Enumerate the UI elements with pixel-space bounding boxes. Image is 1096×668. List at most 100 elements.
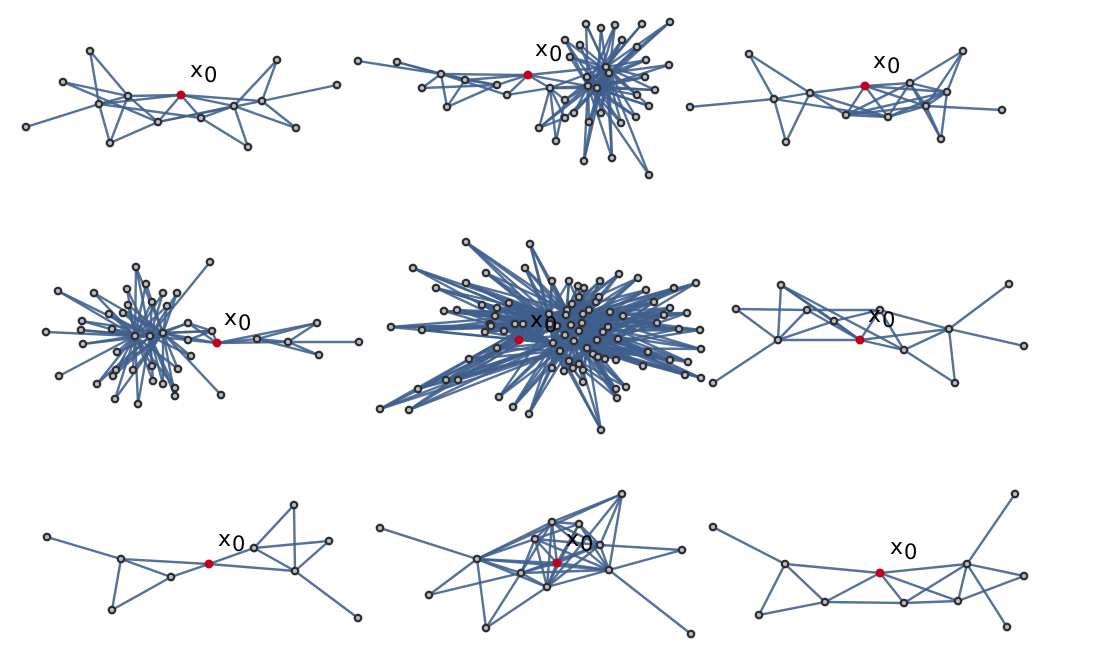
- graph-edge: [783, 562, 882, 575]
- graph-node: [133, 399, 143, 409]
- graph-node: [42, 532, 52, 542]
- graph-node: [172, 288, 182, 298]
- graph-node: [112, 347, 122, 357]
- label-subscript: 0: [904, 540, 917, 564]
- graph-edge: [161, 304, 169, 335]
- graph-node: [92, 379, 102, 389]
- graph-edge: [550, 520, 581, 526]
- graph-node: [436, 69, 446, 79]
- graph-node: [494, 392, 504, 402]
- graph-edge: [497, 322, 552, 399]
- graph-node: [574, 359, 584, 369]
- graph-edge: [156, 99, 264, 124]
- graph-node: [548, 338, 558, 348]
- graph-edge: [734, 307, 809, 312]
- graph-node: [41, 327, 51, 337]
- graph-node: [567, 299, 577, 309]
- graph-edge: [772, 97, 788, 144]
- graph-node: [216, 390, 226, 400]
- graph-edge: [585, 346, 603, 432]
- graph-edge: [586, 84, 651, 177]
- graph-node: [776, 280, 786, 290]
- nodes: [375, 237, 706, 435]
- graph-edge: [133, 282, 148, 338]
- graph-node: [502, 90, 512, 100]
- graph-edge: [580, 321, 645, 368]
- graph-edge: [455, 308, 551, 316]
- graph-node: [691, 278, 701, 288]
- graph-edge: [832, 319, 862, 342]
- graph-node: [354, 337, 364, 347]
- graph-node: [183, 318, 193, 328]
- graph-node: [77, 316, 87, 326]
- graph-edge: [519, 537, 537, 575]
- graph-edge: [550, 520, 602, 547]
- root-node-x0: [212, 338, 222, 348]
- graph-node: [875, 305, 885, 315]
- graph-edge: [776, 308, 809, 342]
- graph-panel-5: x0: [375, 237, 706, 435]
- graph-node: [243, 142, 253, 152]
- graph-node: [105, 138, 115, 148]
- graph-edge: [378, 526, 479, 561]
- graph-edge: [475, 557, 549, 589]
- graph-edge: [563, 84, 590, 102]
- graph-edge: [858, 338, 906, 352]
- graph-node: [997, 105, 1007, 115]
- graph-node: [560, 95, 570, 105]
- graph-node: [560, 113, 570, 123]
- graph-node: [565, 52, 575, 62]
- graph-node: [595, 276, 605, 286]
- graph-node: [461, 278, 471, 288]
- graph-node: [593, 352, 603, 362]
- graph-node: [612, 393, 622, 403]
- graph-edge: [286, 340, 321, 357]
- graph-edge: [823, 600, 906, 605]
- graph-edge: [550, 492, 624, 524]
- graph-edge: [945, 49, 965, 94]
- graph-edge: [97, 102, 112, 145]
- root-label: x0: [190, 58, 217, 87]
- graph-node: [802, 305, 812, 315]
- edges: [378, 240, 703, 432]
- graph-edge: [215, 340, 290, 345]
- graph-node: [386, 322, 396, 332]
- graph-node: [158, 328, 168, 338]
- graph-node: [490, 311, 500, 321]
- graph-edge: [548, 65, 608, 90]
- graph-edge: [148, 334, 177, 398]
- graph-node: [480, 327, 490, 337]
- graph-edge: [207, 562, 297, 573]
- graph-edge: [858, 308, 882, 342]
- graph-node: [544, 309, 554, 319]
- graph-node: [696, 344, 706, 354]
- graph-edge: [293, 539, 331, 573]
- graph-node: [820, 597, 830, 607]
- graph-edge: [519, 571, 549, 589]
- graph-node: [477, 300, 487, 310]
- graph-node: [686, 629, 696, 639]
- graph-edge: [844, 84, 867, 117]
- graph-node: [574, 326, 584, 336]
- graph-edge: [772, 91, 812, 101]
- graph-node: [525, 239, 535, 249]
- graph-node: [683, 357, 693, 367]
- graph-node: [592, 83, 602, 93]
- graph-edge: [255, 337, 321, 357]
- graph-node: [58, 77, 68, 87]
- graph-edge: [161, 329, 214, 335]
- graph-node: [607, 153, 617, 163]
- graph-edge: [420, 83, 499, 90]
- graph-node: [413, 384, 423, 394]
- graph-edge: [232, 104, 298, 130]
- graph-panel-2: x0: [353, 17, 675, 180]
- graph-edge: [108, 94, 130, 145]
- graph-node: [564, 276, 574, 286]
- label-subscript: 0: [544, 313, 557, 337]
- graph-node: [603, 322, 613, 332]
- graph-node: [754, 610, 764, 620]
- graph-edge: [61, 80, 130, 98]
- graph-edge: [598, 543, 611, 572]
- graph-node: [578, 377, 588, 387]
- graph-edge: [581, 312, 690, 364]
